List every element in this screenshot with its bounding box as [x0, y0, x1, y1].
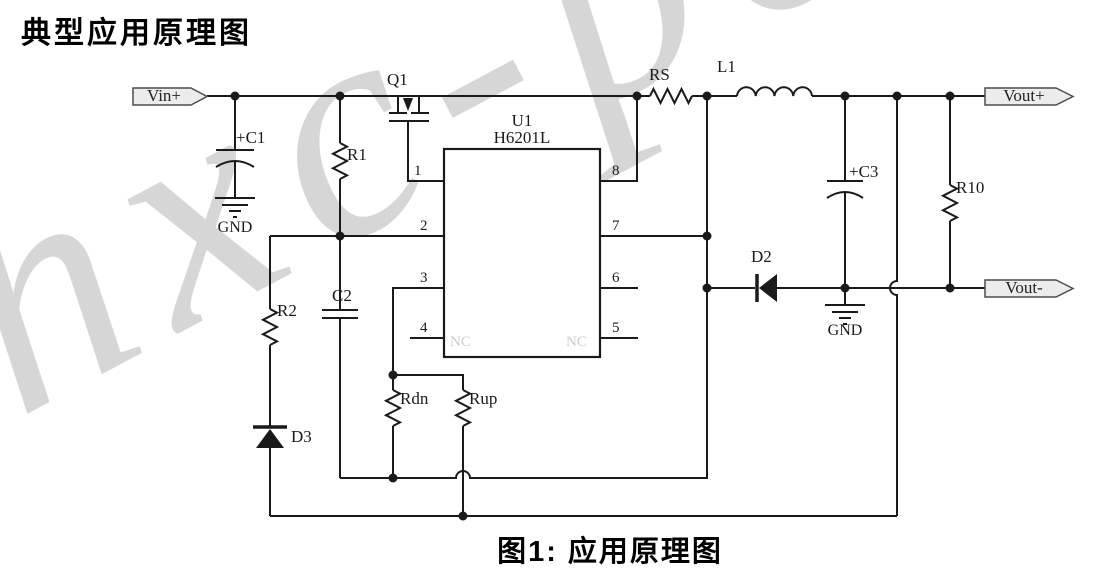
- inductor-l1-symbol: [736, 86, 813, 97]
- resistor-rdn-symbol: [383, 375, 403, 478]
- ic-pin-3: 3: [420, 270, 428, 286]
- resistor-rs-symbol: [649, 86, 693, 106]
- label-l1: L1: [717, 57, 736, 76]
- ic-pin-wires: [270, 96, 707, 375]
- terminal-label-vout-minus: Vout-: [1005, 277, 1043, 297]
- label-c1: +C1: [236, 128, 266, 147]
- terminal-label-vout-plus: Vout+: [1003, 85, 1045, 105]
- diode-d3-symbol: [253, 425, 287, 516]
- label-r10: R10: [956, 178, 985, 197]
- label-q1: Q1: [387, 70, 408, 89]
- resistor-rup-symbol: [393, 374, 473, 516]
- switch-node-wire: [340, 96, 708, 479]
- label-u1-ref: U1: [511, 111, 533, 130]
- label-gnd-output: GND: [827, 322, 863, 339]
- label-c3: +C3: [849, 162, 879, 181]
- label-rdn: Rdn: [400, 389, 429, 408]
- ic-pin-8: 8: [612, 163, 620, 179]
- ground-input-symbol: [215, 197, 255, 218]
- mosfet-q1-symbol: [389, 96, 444, 182]
- label-rs: RS: [649, 65, 670, 84]
- ic-pin-4: 4: [420, 320, 428, 336]
- label-d2: D2: [751, 247, 772, 266]
- junction-dots: [230, 91, 955, 521]
- output-return-wire: [889, 96, 898, 516]
- capacitor-c2-symbol: [322, 236, 358, 478]
- ic-pin5-nc-label: NC: [566, 334, 587, 350]
- figure-caption: 图1: 应用原理图: [497, 536, 723, 568]
- capacitor-c1-symbol: [215, 96, 255, 198]
- label-u1-part: H6201L: [493, 128, 551, 147]
- terminal-vout-minus: [984, 279, 1075, 298]
- ic-pin-1: 1: [414, 163, 422, 179]
- label-r2: R2: [277, 301, 297, 320]
- ic-pin-5: 5: [612, 320, 620, 336]
- ic-pin-7: 7: [612, 218, 620, 234]
- terminal-vin-plus: [132, 87, 209, 106]
- label-r1: R1: [347, 145, 367, 164]
- diode-d2-symbol: [755, 274, 777, 302]
- page-title: 典型应用原理图: [21, 17, 252, 50]
- label-gnd-input: GND: [217, 219, 253, 236]
- resistor-r2-symbol: [260, 236, 280, 427]
- label-c2: C2: [332, 286, 352, 305]
- ground-output-symbol: [825, 288, 865, 325]
- ic-pin4-nc-label: NC: [450, 334, 471, 350]
- capacitor-c3-symbol: [826, 96, 864, 288]
- resistor-r1-symbol: [330, 96, 350, 236]
- label-rup: Rup: [469, 389, 498, 408]
- terminal-vout-plus: [984, 87, 1075, 106]
- ic-pin-2: 2: [420, 218, 428, 234]
- ic-u1-body: [442, 147, 602, 359]
- label-d3: D3: [291, 427, 312, 446]
- terminal-label-vin-plus: Vin+: [146, 85, 182, 105]
- ic-pin-6: 6: [612, 270, 620, 286]
- resistor-r10-symbol: [940, 96, 960, 288]
